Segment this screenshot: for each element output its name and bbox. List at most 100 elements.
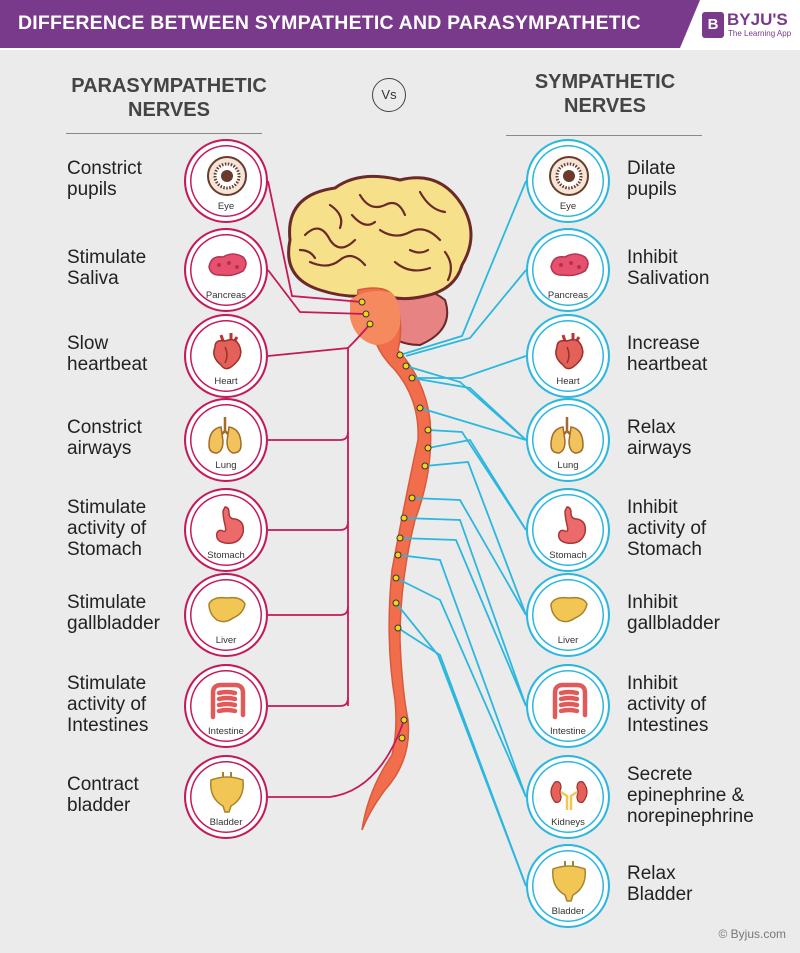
- organ-label: Bladder: [551, 906, 585, 917]
- effect-line: Stomach: [67, 538, 142, 560]
- effect-line: heartbeat: [67, 354, 148, 375]
- organ-label: Intestine: [208, 726, 244, 737]
- nerve-node: [398, 734, 406, 742]
- nerve-node: [362, 310, 370, 318]
- symp-nerve-intestine-b: [399, 537, 527, 707]
- symp-nerve-liver-a: [424, 461, 527, 616]
- lungs-icon: [550, 417, 584, 454]
- nerve-node: [396, 351, 404, 359]
- effect-line: gallbladder: [67, 613, 160, 634]
- nerve-node: [400, 716, 408, 724]
- sympathetic-organ-lung: Lung: [526, 398, 610, 482]
- effect-line: Stimulate: [67, 672, 147, 694]
- logo-mark: B: [702, 12, 724, 38]
- nerve-node: [408, 494, 416, 502]
- stomach-icon: [215, 506, 245, 545]
- effect-line: Inhibit: [627, 496, 678, 518]
- sympathetic-organ-heart: Heart: [526, 314, 610, 398]
- lungs-icon: [208, 417, 242, 454]
- para-nerve-bladder: [268, 719, 405, 798]
- para-nerve-1: [268, 521, 349, 531]
- stomach-icon: [557, 506, 587, 545]
- brain-shape: [287, 174, 473, 301]
- heart-icon: [213, 333, 242, 370]
- organ-label: Pancreas: [205, 290, 247, 301]
- parasympathetic-organ-eye: Eye: [184, 139, 268, 223]
- nerve-node: [394, 624, 402, 632]
- symp-nerve-lung-c: [419, 407, 527, 441]
- nerve-node: [424, 444, 432, 452]
- liver-icon: [550, 596, 588, 623]
- effect-line: heartbeat: [627, 354, 708, 375]
- effect-line: bladder: [67, 795, 131, 816]
- effect-line: Constrict: [67, 417, 142, 438]
- effect-line: airways: [627, 438, 692, 459]
- effect-line: activity of: [627, 693, 707, 715]
- sympathetic-organ-eye: Eye: [526, 139, 610, 223]
- nerve-node: [400, 514, 408, 522]
- para-nerve-3: [268, 697, 349, 707]
- nerve-node: [416, 404, 424, 412]
- effect-line: Slow: [67, 333, 109, 354]
- nerve-node: [408, 374, 416, 382]
- organ-label: Eye: [217, 201, 235, 212]
- effect-line: Inhibit: [627, 247, 678, 268]
- organ-label: Intestine: [550, 726, 586, 737]
- eye-icon: [549, 156, 589, 196]
- organ-label: Stomach: [549, 550, 587, 561]
- organ-label: Bladder: [209, 817, 243, 828]
- parasympathetic-heading-line1: PARASYMPATHETIC: [71, 75, 267, 97]
- parasympathetic-heading-line2: NERVES: [128, 99, 210, 121]
- effect-line: pupils: [67, 179, 117, 200]
- para-nerve-2: [268, 606, 349, 616]
- organ-label: Lung: [215, 460, 237, 471]
- liver-icon: [208, 596, 246, 623]
- organ-label: Liver: [557, 635, 579, 646]
- intestine-icon: [210, 682, 246, 720]
- spinal-cord: [356, 287, 432, 831]
- sympathetic-heading: SYMPATHETIC NERVES: [490, 70, 720, 118]
- effect-line: Stimulate: [67, 592, 147, 613]
- effect-line: Saliva: [67, 268, 119, 289]
- effect-line: Intestines: [67, 714, 149, 736]
- effect-line: Secrete: [627, 763, 693, 785]
- kidneys-icon: [550, 781, 588, 810]
- effect-line: norepinephrine: [627, 805, 754, 827]
- effect-line: Contract: [67, 774, 139, 795]
- effect-line: Inhibit: [627, 592, 678, 613]
- nerve-node: [392, 599, 400, 607]
- effect-line: Stimulate: [67, 496, 147, 518]
- symp-nerve-heart: [412, 355, 527, 379]
- logo-name: BYJU'S: [727, 10, 788, 29]
- vs-badge: Vs: [372, 78, 406, 112]
- page-title: DIFFERENCE BETWEEN SYMPATHETIC AND PARAS…: [18, 12, 641, 34]
- organ-label: Eye: [559, 201, 577, 212]
- symp-nerve-liver-b: [411, 497, 527, 616]
- organ-label: Lung: [557, 460, 579, 471]
- intestine-icon: [552, 682, 588, 720]
- sympathetic-organ-stomach: Stomach: [526, 488, 610, 572]
- effect-line: Increase: [627, 333, 700, 354]
- parasympathetic-organ-lung: Lung: [184, 398, 268, 482]
- organ-label: Pancreas: [547, 290, 589, 301]
- effect-line: Constrict: [67, 158, 142, 179]
- nerve-node: [394, 551, 402, 559]
- effect-line: airways: [67, 438, 132, 459]
- effect-line: Relax: [627, 417, 676, 438]
- effect-line: Stomach: [627, 538, 702, 560]
- parasympathetic-organ-stomach: Stomach: [184, 488, 268, 572]
- parasympathetic-organ-liver: Liver: [184, 573, 268, 657]
